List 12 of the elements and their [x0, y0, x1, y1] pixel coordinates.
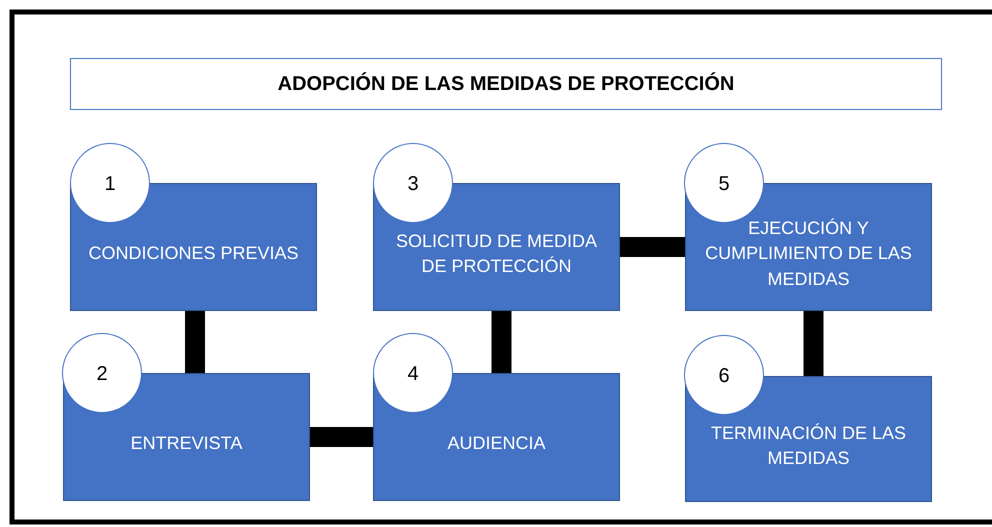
step-number-circle: 5: [684, 143, 764, 223]
title-box: ADOPCIÓN DE LAS MEDIDAS DE PROTECCIÓN: [70, 58, 942, 110]
connector-bar: [620, 237, 685, 257]
connector-bar: [310, 427, 373, 447]
step-number-circle: 2: [62, 333, 142, 413]
step-number-circle: 4: [373, 333, 453, 413]
connector-bar: [804, 311, 824, 376]
connector-bar: [492, 311, 512, 373]
step-number-circle: 1: [70, 143, 150, 223]
connector-bar: [185, 311, 205, 373]
step-number-circle: 3: [373, 143, 453, 223]
step-number-circle: 6: [684, 335, 764, 415]
